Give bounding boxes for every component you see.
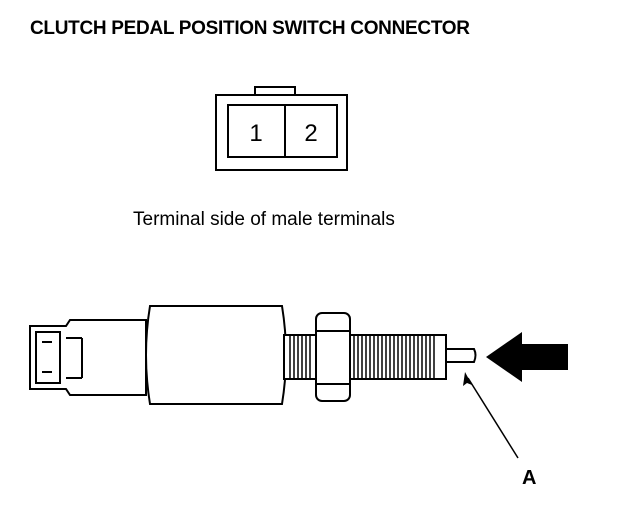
switch-body [145, 305, 287, 405]
terminal-number-2: 2 [304, 120, 317, 147]
plunger [445, 348, 477, 363]
diagram-title: CLUTCH PEDAL POSITION SWITCH CONNECTOR [30, 18, 470, 39]
callout-label-a: A [522, 467, 537, 489]
connector-face: 1 2 [215, 86, 348, 171]
press-arrow [486, 332, 568, 382]
switch-plug [29, 319, 147, 396]
connector-caption: Terminal side of male terminals [133, 209, 395, 230]
terminal-cavity-2 [284, 104, 338, 158]
connector-latch [254, 86, 296, 96]
connector-housing [215, 94, 348, 171]
clutch-switch [29, 305, 477, 405]
lock-nut [315, 312, 351, 402]
callout-leader [463, 372, 519, 459]
terminal-number-1: 1 [249, 120, 262, 147]
threaded-shaft [283, 334, 447, 380]
